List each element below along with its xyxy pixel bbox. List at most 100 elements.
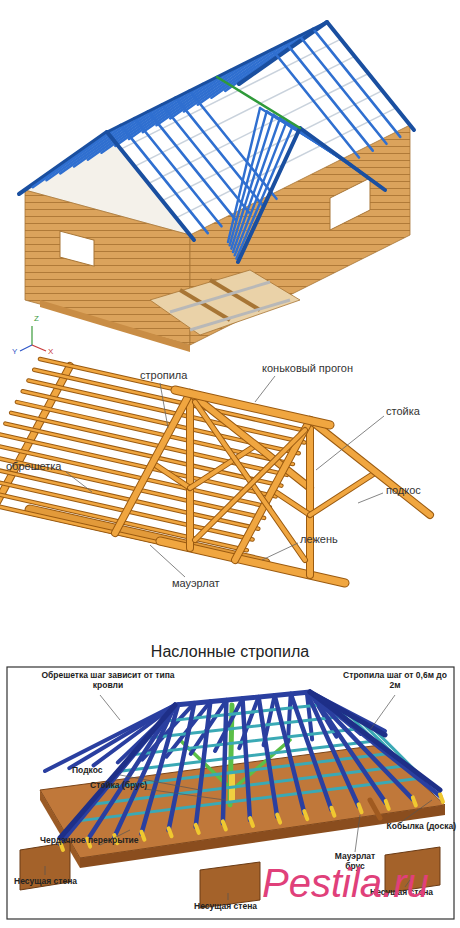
rafter <box>310 420 430 515</box>
cross-brace <box>195 430 305 540</box>
strut <box>190 445 256 488</box>
rafter <box>115 393 190 533</box>
leader-lines <box>370 695 395 730</box>
jack-board <box>413 797 416 805</box>
part-label: Подкос <box>72 766 103 776</box>
rafter <box>148 111 235 219</box>
log-house <box>330 178 370 230</box>
rafter <box>313 29 400 137</box>
part-label: обрешетка <box>6 460 61 473</box>
leader-lines <box>316 416 384 470</box>
leader-lines <box>262 543 298 560</box>
cross-brace <box>195 402 305 560</box>
rafter <box>162 105 249 213</box>
axis-label: Z <box>34 314 39 323</box>
log-house <box>180 290 230 320</box>
leader-lines <box>400 800 432 823</box>
part-label: лежень <box>300 533 338 546</box>
panel-title: Наслонные стропила <box>0 643 460 661</box>
jack-board <box>277 815 280 823</box>
part-label: Чердачное перекрытие <box>40 836 139 846</box>
hip-roof <box>45 692 443 850</box>
post <box>186 393 194 548</box>
watermark: Pestila.ru <box>262 860 429 906</box>
rafter <box>135 118 222 226</box>
jack-board <box>223 821 226 829</box>
post <box>307 420 313 575</box>
axis-triad <box>31 326 32 345</box>
rafter <box>19 132 107 194</box>
rafter <box>107 132 194 240</box>
axis-label: Y <box>12 347 17 356</box>
cross-brace <box>195 402 305 560</box>
leader-lines <box>255 376 275 402</box>
rafter <box>169 703 195 830</box>
jack-board <box>169 828 172 836</box>
part-label: подкос <box>386 484 421 497</box>
hip-rafter <box>310 692 385 735</box>
roof-truss <box>0 359 430 583</box>
roof-rafters <box>19 22 414 262</box>
log-house <box>210 280 260 310</box>
jack-board <box>386 801 389 809</box>
rafter <box>310 692 386 803</box>
jack-board <box>304 811 307 819</box>
rafter <box>310 692 413 799</box>
part-label: Несущая стена <box>14 877 77 887</box>
strut <box>273 490 311 515</box>
strut <box>310 472 376 515</box>
rafter <box>243 699 251 821</box>
leader-lines <box>160 383 168 428</box>
strut <box>273 490 311 515</box>
leader-lines <box>145 789 225 800</box>
rafter <box>121 125 208 233</box>
part-label: коньковый прогон <box>262 362 353 375</box>
axis-triad <box>20 326 46 351</box>
jack-board <box>440 794 443 802</box>
rafter <box>300 36 387 144</box>
part-label: стропила <box>140 369 187 382</box>
post <box>187 393 193 548</box>
panel-frame <box>7 667 454 919</box>
rafter <box>223 700 227 823</box>
leader-lines <box>355 815 360 852</box>
part-label: Обрешетка шаг зависит от типа кровли <box>28 671 188 691</box>
jack-board <box>331 808 334 816</box>
rafter <box>310 420 430 515</box>
part-label: мауэрлат <box>172 577 220 590</box>
ridge-beam <box>175 390 330 425</box>
rafter <box>196 702 211 827</box>
rafter <box>327 22 414 130</box>
cross-brace <box>195 430 305 540</box>
ridge <box>107 22 327 132</box>
hip-rafter <box>60 705 175 838</box>
rafter <box>300 128 385 190</box>
part-label: Стропила шаг от 0,6м до 2м <box>340 671 450 691</box>
rafter <box>259 697 278 817</box>
leader-lines <box>100 695 120 720</box>
rafter <box>115 393 190 533</box>
post <box>306 420 314 575</box>
log-house <box>60 231 94 266</box>
strut <box>153 463 191 488</box>
leader-lines <box>66 472 92 492</box>
log-house <box>190 300 290 330</box>
log-house <box>150 270 300 335</box>
axis-triad <box>20 345 32 351</box>
part-label: стойка <box>386 405 420 418</box>
jack-board <box>359 804 362 812</box>
log-house <box>170 282 270 312</box>
rafter <box>238 128 300 262</box>
ridge-beam <box>175 390 330 425</box>
rafter <box>235 121 287 255</box>
leader-lines <box>150 545 185 577</box>
rafter <box>230 111 267 245</box>
part-label: Кобылка (доска) <box>387 822 456 832</box>
rafter <box>300 128 385 190</box>
valley-rafter <box>217 77 300 128</box>
jack-board <box>250 818 253 826</box>
rafter <box>310 692 440 796</box>
part-label: Несущая стена <box>194 902 257 912</box>
leader-lines <box>228 893 229 900</box>
strut <box>310 472 376 515</box>
